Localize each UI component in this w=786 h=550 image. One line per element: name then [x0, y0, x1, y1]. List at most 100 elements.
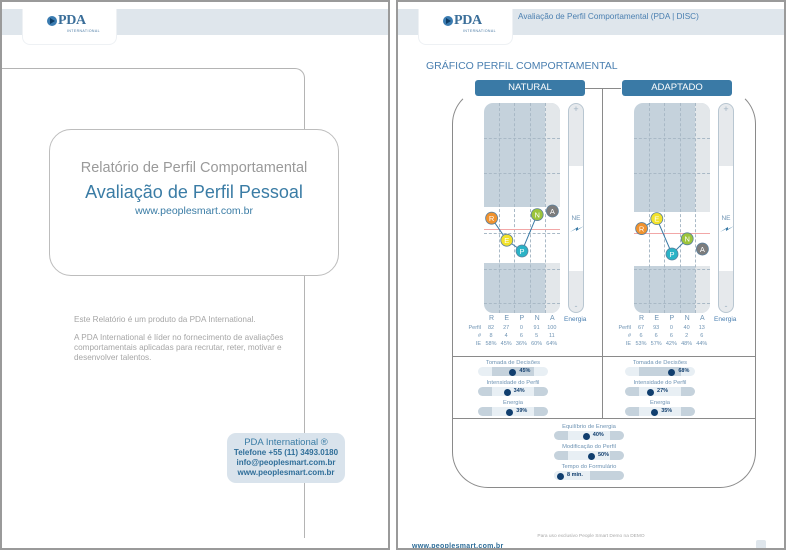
svg-text:R: R	[489, 214, 495, 223]
meter-inner	[554, 471, 590, 480]
meter-label: Tomada de Decisões	[485, 360, 541, 366]
meter-indicator	[557, 472, 564, 480]
svg-text:A: A	[550, 207, 555, 216]
stats-cell: 40	[683, 325, 690, 331]
meter-indicator	[668, 368, 676, 376]
minus-icon: -	[574, 301, 578, 311]
pda-logo: PDA	[47, 13, 86, 29]
stats-cell: 36%	[515, 341, 527, 347]
logo-subtext: INTERNATIONAL	[67, 29, 100, 33]
gridline	[544, 103, 546, 313]
gridline	[634, 303, 710, 304]
gridline	[529, 103, 531, 313]
stats-cell: 64%	[546, 341, 558, 347]
frame-divider	[602, 88, 603, 418]
svg-text:E: E	[654, 214, 659, 223]
cover-page: PDA INTERNATIONAL Relatório de Perfil Co…	[0, 0, 390, 550]
stats-cell: 53%	[635, 341, 647, 347]
stats-cell: 27	[503, 325, 510, 331]
meter-track: 8 min.	[554, 471, 624, 480]
stats-row-label: IE	[475, 341, 481, 347]
meter-indicator	[503, 388, 511, 396]
lightning-icon	[570, 226, 583, 232]
gridline	[484, 303, 560, 304]
axis-letter: N	[534, 315, 540, 322]
meter-value: 39%	[516, 408, 528, 414]
energy-bar: +NE-	[718, 103, 734, 313]
meter-label: Energia	[503, 400, 523, 406]
gridline	[484, 138, 560, 139]
meter: Energia 39%	[478, 400, 548, 416]
stats-cell: 13	[698, 325, 705, 331]
footer-url[interactable]: www.peoplesmart.com.br	[412, 543, 504, 550]
meter-value: 45%	[519, 368, 531, 374]
stats-cell: 93	[653, 325, 660, 331]
meter-inner	[492, 387, 534, 396]
cover-title: Avaliação de Perfil Pessoal	[85, 182, 303, 202]
gridline	[694, 103, 696, 313]
page-corner-tab	[756, 540, 766, 548]
stats-row-label: Perfil	[468, 325, 481, 331]
stats-cell: 57%	[650, 341, 662, 347]
gridline	[634, 138, 710, 139]
gridline	[679, 103, 681, 313]
logo-text: PDA	[454, 13, 482, 28]
gridline	[649, 103, 651, 313]
pda-logo: PDA	[443, 13, 482, 29]
meter-label: Modificação do Perfil	[562, 444, 616, 450]
stats-cell: 91	[533, 325, 540, 331]
header-title: Avaliação de Perfil Comportamental (PDA …	[518, 12, 699, 21]
meter-label: Tomada de Decisões	[632, 360, 688, 366]
stats-row-label: IE	[625, 341, 631, 347]
contact-site[interactable]: www.peoplesmart.com.br	[237, 468, 335, 477]
contact-email[interactable]: info@peoplesmart.com.br	[236, 458, 336, 467]
axis-letter: E	[654, 315, 660, 322]
meter-indicator	[651, 408, 659, 416]
profile-point-p: P	[515, 244, 529, 258]
meter-indicator	[588, 452, 595, 460]
stats-cell: 0	[519, 325, 523, 331]
frame-divider	[453, 356, 755, 357]
gridline	[484, 233, 560, 234]
axis-letter: R	[488, 315, 495, 322]
stats-cell: 4	[504, 333, 508, 339]
panel-label-adaptado: ADAPTADO	[622, 80, 732, 96]
meter-label: Intensidade do Perfil	[486, 380, 540, 386]
stats-cell: 11	[548, 333, 555, 339]
stats-cell: 8	[489, 333, 493, 339]
profile-point-e: E	[500, 233, 514, 247]
meter-label: Energia	[650, 400, 670, 406]
meter-track: 27%	[625, 387, 695, 396]
profile-point-r: R	[635, 222, 648, 235]
profile-line	[491, 214, 538, 252]
cover-url[interactable]: www.peoplesmart.com.br	[135, 205, 253, 217]
lightning-icon	[720, 226, 733, 232]
meter-track: 35%	[625, 407, 695, 416]
meter-label: Intensidade do Perfil	[633, 380, 687, 386]
stats-cell: 6	[669, 333, 673, 339]
chart-page: PDA INTERNATIONAL Avaliação de Perfil Co…	[396, 0, 786, 550]
gridline	[634, 173, 710, 174]
meter-inner	[639, 407, 681, 416]
stats-cell: 58%	[485, 341, 497, 347]
stats-cell: 60%	[531, 341, 543, 347]
axis-letter: R	[638, 315, 645, 322]
gridline	[634, 269, 710, 270]
graph-midline	[484, 229, 560, 230]
panel-label-natural: NATURAL	[475, 80, 585, 96]
meter-value: 40%	[592, 432, 604, 438]
axis-letter: P	[669, 315, 675, 322]
meter: Tomada de Decisões 45%	[478, 360, 548, 376]
cover-box: Relatório de Perfil Comportamental Avali…	[49, 129, 339, 276]
stats-cell: 6	[700, 333, 704, 339]
meter-track: 50%	[554, 451, 624, 460]
gridline	[664, 103, 666, 313]
